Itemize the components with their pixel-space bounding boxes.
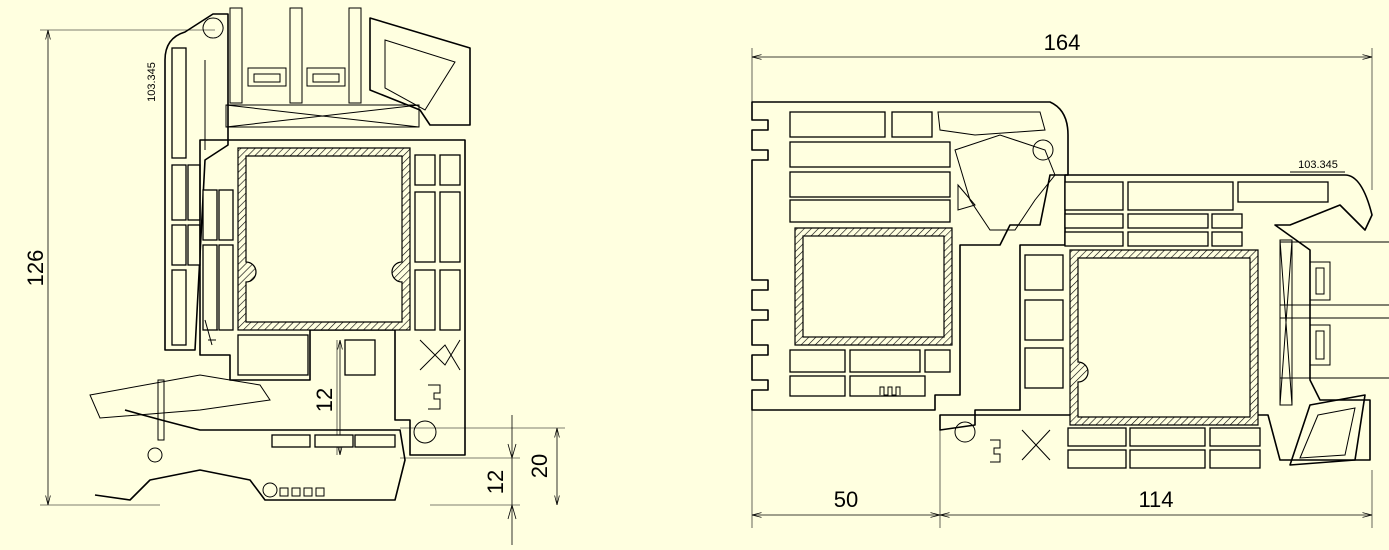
- width-dimension: 164: [751, 30, 1373, 190]
- sill-b-dimension-label: 20: [527, 454, 552, 478]
- sash-outer-profile: [164, 13, 229, 351]
- width-dimension-label: 164: [1044, 30, 1081, 55]
- frame-dimension-label: 50: [834, 487, 858, 512]
- glass-unit: [225, 7, 420, 128]
- height-dimension: 126: [23, 29, 215, 506]
- right-section: 164 50 114 103.345: [751, 30, 1389, 528]
- frame-profile: [751, 101, 1069, 411]
- partial-dimensions: 50 114: [751, 405, 1373, 528]
- glass-unit-right: [1279, 239, 1389, 406]
- glazing-bead-right: [1289, 394, 1366, 466]
- sill-profile: [94, 409, 406, 501]
- inner-gap-dimension-label: 12: [312, 388, 337, 412]
- profile-code-label-right: 103.345: [1298, 159, 1338, 171]
- height-dimension-label: 126: [23, 250, 48, 287]
- profile-code-label: 103.345: [146, 62, 158, 102]
- sash-profile: [939, 174, 1373, 461]
- sill-a-dimension-label: 12: [483, 470, 508, 494]
- glazing-bead: [369, 17, 471, 126]
- left-section: 126 103.345: [23, 7, 565, 545]
- sash-dimension-label: 114: [1138, 487, 1173, 512]
